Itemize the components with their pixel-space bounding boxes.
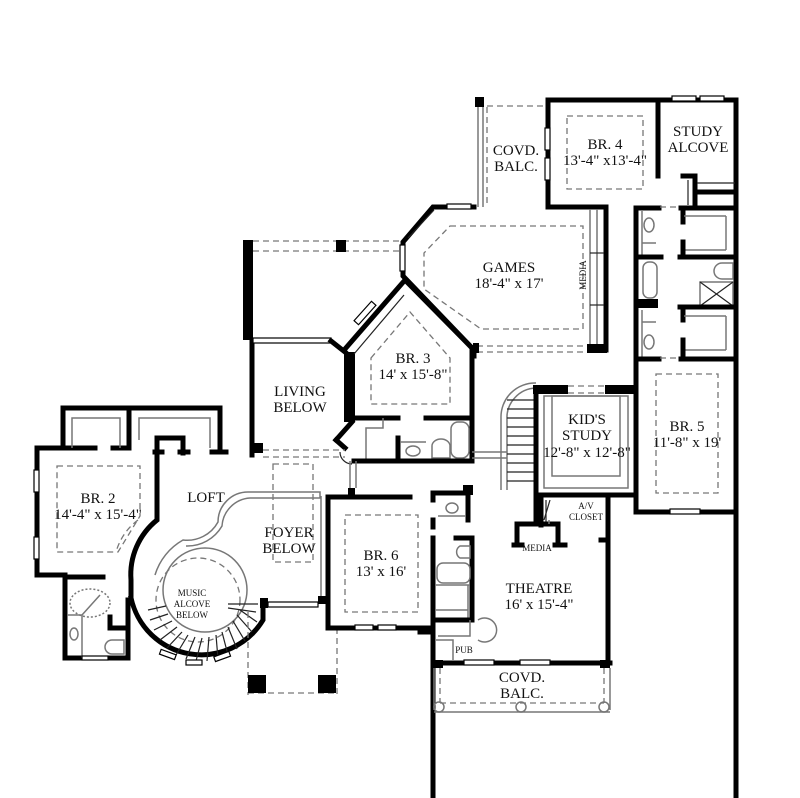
bath-br6 xyxy=(417,485,475,798)
closets-br2 xyxy=(60,405,255,458)
label-br2: BR. 2 xyxy=(80,491,115,507)
label-living-below: LIVING xyxy=(274,384,326,400)
label-theatre-size: 16' x 15'-4" xyxy=(504,597,573,613)
label-br2-size: 14'-4" x 15'-4" xyxy=(54,507,142,523)
label-kids-study-2: STUDY xyxy=(562,428,612,444)
label-foyer-below: FOYER xyxy=(264,525,313,541)
label-music-alcove-3: BELOW xyxy=(176,610,208,620)
label-br3: BR. 3 xyxy=(395,351,430,367)
stair-right xyxy=(500,382,537,490)
covd-balcony-top xyxy=(475,97,548,207)
games-room xyxy=(399,203,609,359)
label-games-size: 18'-4" x 17' xyxy=(474,276,543,292)
label-av-closet: A/V xyxy=(578,501,594,511)
label-games: GAMES xyxy=(483,260,536,276)
label-covd-balc-bottom-2: BALC. xyxy=(500,686,544,702)
covd-balcony-bottom xyxy=(433,668,611,713)
bedroom-4 xyxy=(544,97,661,210)
bedroom-6 xyxy=(325,461,435,631)
label-music-alcove-2: ALCOVE xyxy=(174,599,211,609)
label-loft: LOFT xyxy=(187,490,225,506)
label-kids-study-size: 12'-8" x 12'-8" xyxy=(543,445,631,461)
label-theatre-media: MEDIA xyxy=(522,543,552,553)
label-study-alcove-2: ALCOVE xyxy=(668,140,729,156)
foyer-below xyxy=(247,463,338,695)
bedroom-5 xyxy=(633,359,739,515)
label-covd-balc-bottom: COVD. xyxy=(499,670,545,686)
spiral-stair xyxy=(128,491,321,666)
label-pub: PUB xyxy=(455,645,473,655)
bath-br2 xyxy=(62,572,131,661)
bedroom-3 xyxy=(341,276,478,463)
study-alcove xyxy=(655,95,739,798)
label-br4: BR. 4 xyxy=(587,137,623,153)
label-theatre: THEATRE xyxy=(506,581,573,597)
label-study-alcove: STUDY xyxy=(673,124,723,140)
label-games-media: MEDIA xyxy=(578,260,588,290)
jack-and-jill-bath xyxy=(633,205,738,365)
living-below xyxy=(243,240,402,465)
label-living-below-2: BELOW xyxy=(273,400,327,416)
label-br3-size: 14' x 15'-8" xyxy=(378,367,447,383)
label-br6-size: 13' x 16' xyxy=(356,564,407,580)
label-br6: BR. 6 xyxy=(363,548,399,564)
label-foyer-below-2: BELOW xyxy=(262,541,316,557)
bath-br3 xyxy=(351,418,507,464)
label-music-alcove: MUSIC xyxy=(178,588,207,598)
label-av-closet-2: CLOSET xyxy=(569,512,604,522)
label-covd-balc-top: COVD. xyxy=(493,143,539,159)
label-kids-study: KID'S xyxy=(568,412,606,428)
label-br5: BR. 5 xyxy=(669,419,704,435)
label-br4-size: 13'-4" x13'-4" xyxy=(563,153,647,169)
label-br5-size: 11'-8" x 19' xyxy=(653,435,722,451)
bedroom-2 xyxy=(33,445,160,601)
label-covd-balc-top-2: BALC. xyxy=(494,159,538,175)
theatre xyxy=(430,492,613,668)
